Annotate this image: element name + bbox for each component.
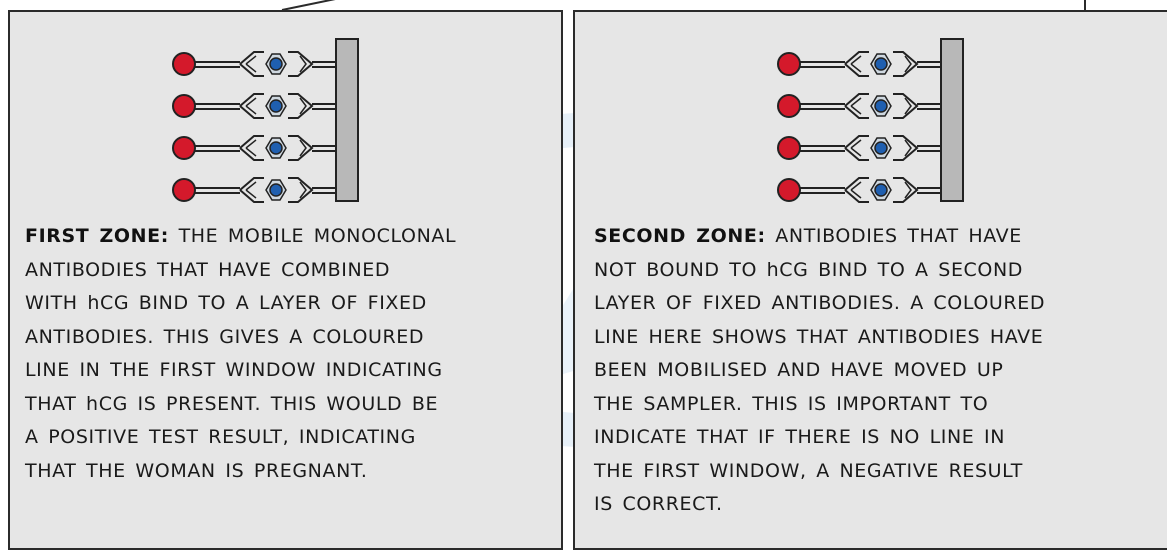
antigen-dot-icon <box>172 94 196 118</box>
second-zone-body: ANTIBODIES THAT HAVE NOT BOUND TO hCG BI… <box>594 225 1046 515</box>
first-zone-body: THE MOBILE MONOCLONAL ANTIBODIES THAT HA… <box>25 225 457 482</box>
antigen-dot-icon <box>172 52 196 76</box>
first-zone-heading: FIRST ZONE: <box>25 225 169 247</box>
page: { "colors": { "panel_background": "#e6e6… <box>8 0 1167 550</box>
antibody-row-2 <box>172 93 336 119</box>
hcg-molecule-icon <box>269 141 283 155</box>
hcg-molecule-icon <box>269 57 283 71</box>
antibody-row-4 <box>172 177 336 203</box>
antigen-dot-icon <box>172 178 196 202</box>
antibody-row-3 <box>172 135 336 161</box>
fixed-antibody-strip <box>335 38 359 202</box>
hcg-molecule-icon <box>874 141 888 155</box>
antibody-row-4 <box>777 177 941 203</box>
fixed-antibody-strip <box>940 38 964 202</box>
hcg-molecule-icon <box>874 99 888 113</box>
second-zone-description: SECOND ZONE: ANTIBODIES THAT HAVE NOT BO… <box>594 220 1045 522</box>
second-zone-antibody-diagram <box>777 38 964 203</box>
first-zone-panel: FIRST ZONE: THE MOBILE MONOCLONAL ANTIBO… <box>8 10 563 550</box>
hcg-molecule-icon <box>874 57 888 71</box>
first-zone-antibody-diagram <box>172 38 359 203</box>
antigen-dot-icon <box>777 52 801 76</box>
antibody-row-1 <box>172 51 336 77</box>
antibody-row-1 <box>777 51 941 77</box>
antigen-dot-icon <box>172 136 196 160</box>
second-zone-heading: SECOND ZONE: <box>594 225 766 247</box>
antigen-dot-icon <box>777 178 801 202</box>
hcg-molecule-icon <box>269 99 283 113</box>
antigen-dot-icon <box>777 94 801 118</box>
first-zone-description: FIRST ZONE: THE MOBILE MONOCLONAL ANTIBO… <box>25 220 456 488</box>
hcg-molecule-icon <box>874 183 888 197</box>
antibody-row-3 <box>777 135 941 161</box>
second-zone-panel: SECOND ZONE: ANTIBODIES THAT HAVE NOT BO… <box>573 10 1167 550</box>
antibody-row-2 <box>777 93 941 119</box>
antigen-dot-icon <box>777 136 801 160</box>
hcg-molecule-icon <box>269 183 283 197</box>
